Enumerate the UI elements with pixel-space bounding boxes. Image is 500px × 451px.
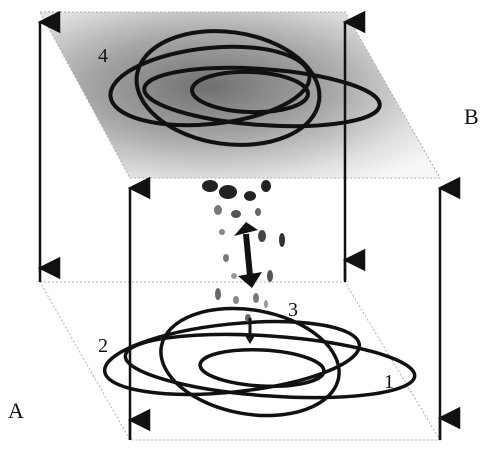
contour-a-inner (199, 347, 325, 389)
contour-label-3: 3 (288, 299, 298, 321)
contour-label-1: 1 (384, 371, 394, 393)
contours-a (101, 295, 417, 429)
contour-label-2: 2 (98, 335, 108, 357)
central-double-arrow (234, 222, 262, 288)
contour-label-4: 4 (98, 45, 108, 67)
plane-a (40, 282, 440, 440)
projection-column (202, 180, 285, 322)
plane-a-label: A (8, 398, 24, 423)
plane-b-label: B (464, 104, 479, 129)
contour-a-2 (101, 311, 363, 405)
plane-b (40, 12, 440, 178)
